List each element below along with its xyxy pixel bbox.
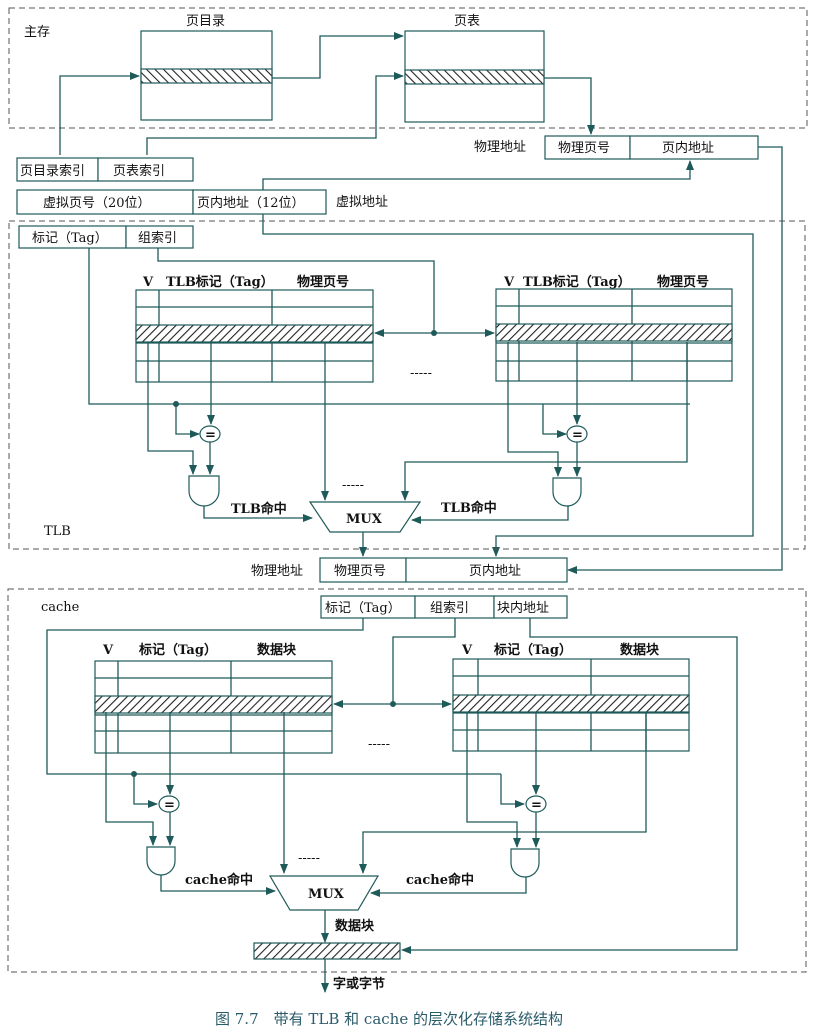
- cache-index-text: 组索引: [430, 601, 469, 616]
- main-memory-region: [8, 7, 808, 129]
- va-table-index-text: 页表索引: [113, 164, 165, 179]
- phys-mid-offset-text: 页内地址: [469, 563, 521, 579]
- va-table-index-field: [97, 157, 194, 182]
- tlb-index-text: 组索引: [138, 231, 177, 246]
- tlb-hit1-to-mux: [203, 506, 313, 522]
- phys-addr-top-label: 物理地址: [474, 140, 526, 155]
- tlb-hit1-label: TLB命中: [231, 501, 287, 517]
- tlb-and-gate-2: [552, 477, 582, 507]
- tlb-cmp1-symbol: =: [205, 428, 216, 443]
- cache-way1-col-data: 数据块: [257, 642, 297, 658]
- cache-way2-col-v: V: [461, 643, 473, 658]
- tlb-region: [8, 220, 806, 550]
- cache-and-gate-2: [510, 848, 540, 878]
- tlb-way2-ppn-to-mux: [401, 342, 688, 501]
- va-offset-field: [192, 189, 327, 215]
- phys-mid-offset-field: [405, 557, 568, 583]
- cache-way1-col-tag: 标记（Tag）: [138, 642, 217, 658]
- cache-mux: [268, 875, 380, 911]
- phys-top-to-phys-mid: [567, 146, 783, 574]
- tlb-index-line: [157, 248, 435, 333]
- tlb-way1-v-to-and: [147, 342, 197, 475]
- cache-offset-text: 块内地址: [497, 600, 549, 616]
- cache-cmp2-symbol: =: [531, 798, 542, 813]
- tlb-index-field: [125, 225, 194, 249]
- tlb-way2-col-tag: TLB标记（Tag）: [523, 274, 631, 290]
- va-offset-to-phys-mid: [262, 214, 754, 557]
- tlb-way2-v-to-and: [507, 342, 562, 477]
- tlb-way1-col-ppn: 物理页号: [297, 274, 349, 290]
- cache-hit2-to-mux: [370, 877, 527, 897]
- dir-index-arrow: [59, 72, 140, 155]
- tlb-hit2-to-mux: [411, 506, 569, 524]
- cache-index-line: [392, 618, 456, 704]
- tlb-way2-table: [495, 288, 733, 382]
- tlb-tag-bus: [88, 248, 690, 405]
- tlb-label: TLB: [44, 524, 71, 539]
- cache-way2-col-data: 数据块: [620, 642, 660, 658]
- cache-ellipsis: -----: [368, 737, 390, 752]
- table-to-phys-arrow: [544, 77, 595, 135]
- cache-way1-v-to-and: [105, 712, 157, 846]
- cache-and-gate-1: [146, 846, 176, 876]
- phys-top-offset-text: 页内地址: [662, 140, 714, 156]
- cache-mux-label: MUX: [308, 887, 345, 902]
- phys-top-ppn-text: 物理页号: [558, 141, 610, 156]
- cache-label: cache: [41, 600, 80, 615]
- cache-hit1-label: cache命中: [185, 872, 253, 888]
- figure-caption: 图 7.7 带有 TLB 和 cache 的层次化存储系统结构: [215, 1010, 563, 1028]
- va-vpn-text: 虚拟页号（20位）: [43, 196, 151, 211]
- tlb-mux: [308, 501, 422, 533]
- cache-way2-table: [452, 658, 690, 752]
- block-offset-to-output: [401, 618, 738, 954]
- tlb-mux-label: MUX: [346, 512, 383, 527]
- cache-way2-v-to-and: [466, 712, 521, 848]
- phys-mid-ppn-text: 物理页号: [334, 564, 386, 579]
- tlb-way1-table: [135, 289, 374, 383]
- tlb-hit2-label: TLB命中: [441, 500, 497, 516]
- cache-way2-col-tag: 标记（Tag）: [493, 642, 572, 658]
- page-directory-entry-selected: [140, 68, 273, 84]
- va-dir-index-text: 页目录索引: [20, 164, 85, 179]
- cache-mux-ellipsis: -----: [298, 851, 320, 866]
- cache-tag-to-cmp1: [133, 774, 158, 808]
- cache-way1-table: [94, 660, 333, 754]
- cache-comparator-1: [158, 795, 180, 813]
- cache-tag-to-cmp2: [500, 774, 525, 808]
- va-offset-to-phys-top: [262, 160, 694, 190]
- tlb-way1-col-v: V: [142, 275, 154, 290]
- cache-tag-text: 标记（Tag）: [325, 601, 401, 616]
- cache-tag-bus: [46, 618, 501, 775]
- tlb-tag-text: 标记（Tag）: [32, 231, 108, 246]
- main-memory-label: 主存: [24, 25, 50, 40]
- cache-way2-data-to-mux: [359, 712, 647, 874]
- page-table-entry-selected: [404, 69, 545, 85]
- cache-data-block-label: 数据块: [335, 918, 375, 934]
- tlb-and-gate-1: [188, 475, 220, 507]
- output-label: 字或字节: [333, 976, 385, 992]
- tlb-ellipsis: -----: [410, 366, 432, 381]
- va-offset-text: 页内地址（12位）: [197, 195, 305, 211]
- cache-hit2-label: cache命中: [406, 872, 474, 888]
- phys-addr-mid-label: 物理地址: [251, 564, 303, 579]
- cache-region: [7, 588, 807, 973]
- output-data-block: [253, 942, 401, 960]
- tlb-way1-col-tag: TLB标记（Tag）: [166, 274, 274, 290]
- tlb-tag-to-cmp1: [175, 404, 200, 438]
- page-directory-label: 页目录: [186, 14, 225, 29]
- table-index-arrow: [146, 72, 404, 155]
- cache-way1-col-v: V: [102, 643, 114, 658]
- dir-to-table-arrow: [272, 32, 404, 79]
- cache-hit1-to-mux: [160, 875, 276, 895]
- tlb-cmp2-symbol: =: [572, 428, 583, 443]
- tlb-mux-ellipsis: -----: [342, 478, 364, 493]
- tlb-way2-col-v: V: [503, 275, 515, 290]
- virtual-address-label: 虚拟地址: [336, 195, 388, 210]
- tlb-way2-col-ppn: 物理页号: [657, 274, 709, 290]
- va-vpn-field: [16, 189, 194, 215]
- cache-cmp1-symbol: =: [164, 798, 175, 813]
- tlb-tag-to-cmp2: [542, 404, 567, 438]
- page-table-label: 页表: [454, 14, 480, 29]
